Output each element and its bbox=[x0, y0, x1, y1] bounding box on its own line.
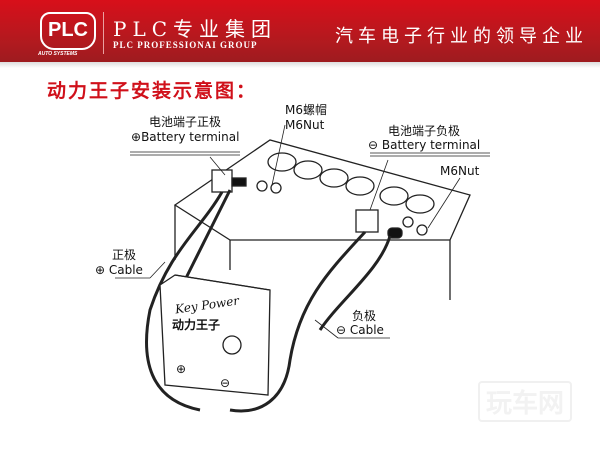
neg-terminal-label: Battery terminal bbox=[381, 138, 481, 152]
neg-cable-cn: 负极 bbox=[352, 309, 377, 323]
m6nut-label-2: M6Nut bbox=[440, 164, 480, 178]
minus-icon: ⊖ bbox=[220, 376, 231, 390]
header-shadow bbox=[0, 62, 600, 68]
divider bbox=[103, 12, 104, 54]
m6nut-label-1: M6Nut bbox=[285, 118, 325, 132]
plus-icon: ⊕ bbox=[131, 130, 142, 144]
slogan: 汽车电子行业的领导企业 bbox=[335, 26, 588, 47]
pos-terminal-label: Battery terminal bbox=[141, 130, 240, 144]
indicator-light-icon bbox=[222, 335, 242, 355]
negative-terminal bbox=[355, 209, 428, 239]
battery-top bbox=[173, 139, 471, 241]
positive-cable bbox=[145, 191, 224, 412]
device-edge bbox=[174, 274, 271, 291]
keypower-device bbox=[159, 274, 271, 396]
m6nut-cn: M6螺帽 bbox=[285, 103, 327, 117]
negative-cable bbox=[229, 230, 367, 413]
plus-icon: ⊕ bbox=[95, 263, 109, 277]
plus-icon: ⊕ bbox=[176, 362, 187, 376]
negative-cable-2 bbox=[318, 235, 392, 331]
minus-icon: ⊖ bbox=[368, 138, 382, 152]
brand-name-en: PLC PROFESSIONAI GROUP bbox=[113, 40, 258, 50]
battery-body bbox=[174, 205, 451, 300]
device-name-cn: 动力王子 bbox=[172, 318, 221, 332]
header-banner: PLC AUTO SYSTEMS PLC专业集团 PLC PROFESSIONA… bbox=[0, 0, 600, 62]
pos-cable-cn: 正极 bbox=[112, 248, 137, 262]
pos-terminal-cn: 电池端子正极 bbox=[149, 115, 222, 129]
plc-logo: PLC bbox=[40, 12, 96, 50]
pos-cable-label: Cable bbox=[108, 263, 143, 277]
leader-lines bbox=[115, 124, 490, 339]
watermark: 玩车网 bbox=[478, 381, 573, 422]
minus-icon: ⊖ bbox=[336, 323, 350, 337]
diagram-title: 动力王子安装示意图： bbox=[47, 80, 258, 102]
neg-terminal-cn: 电池端子负极 bbox=[388, 124, 461, 138]
positive-terminal bbox=[211, 169, 282, 194]
battery-caps bbox=[267, 152, 435, 214]
brand-name: PLC专业集团 bbox=[113, 17, 278, 41]
neg-cable-label: Cable bbox=[349, 323, 384, 337]
logo-subtitle: AUTO SYSTEMS bbox=[38, 51, 78, 57]
